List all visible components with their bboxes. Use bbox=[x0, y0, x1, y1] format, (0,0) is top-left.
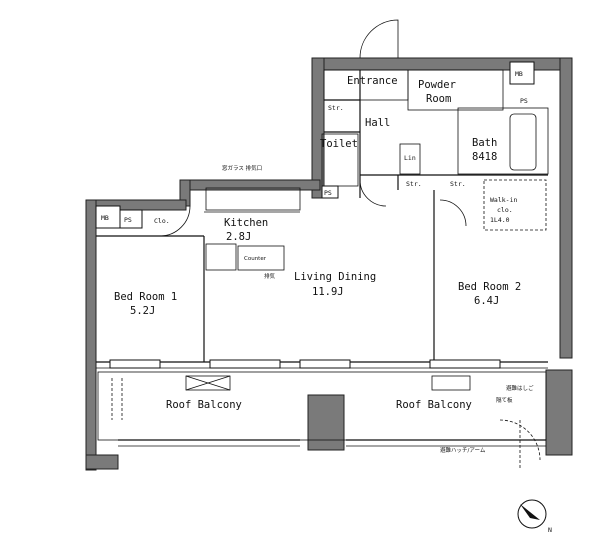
interior-walls bbox=[96, 69, 549, 470]
balcony-rail-label: 避難ハッチ/アーム bbox=[440, 446, 486, 454]
balcony-left-label: Roof Balcony bbox=[166, 399, 242, 411]
compass-icon: N bbox=[517, 499, 552, 534]
kitchen-label-1: Kitchen bbox=[224, 217, 268, 229]
lin-label: Lin bbox=[404, 154, 416, 162]
ps-toilet-label: PS bbox=[324, 189, 332, 197]
living-label-1: Living Dining bbox=[294, 271, 376, 283]
str-corridor-2-label: Str. bbox=[450, 180, 466, 188]
str-corridor-1-label: Str. bbox=[406, 180, 422, 188]
kitchen-label-2: 2.8J bbox=[226, 231, 251, 243]
powder-room-label-2: Room bbox=[426, 93, 451, 105]
bed2-label-2: 6.4J bbox=[474, 295, 499, 307]
bath-label-1: Bath bbox=[472, 137, 497, 149]
exterior-walls bbox=[85, 57, 573, 471]
balcony-right-label: Roof Balcony bbox=[396, 399, 472, 411]
counter-label: Counter bbox=[244, 256, 267, 262]
walkin-label-1: Walk-in bbox=[490, 196, 517, 204]
ps-left-label: PS bbox=[124, 216, 132, 224]
bedroom1-door bbox=[159, 205, 191, 237]
clo-label: Clo. bbox=[154, 217, 170, 225]
mb-left-label: MB bbox=[101, 214, 109, 222]
hall-label: Hall bbox=[365, 117, 390, 129]
bedroom2-door bbox=[439, 199, 467, 227]
cooking-note: 排気 bbox=[264, 272, 276, 280]
hall-door bbox=[359, 179, 387, 207]
evac-label-1: 避難はしご bbox=[506, 384, 534, 392]
bath-label-2: 8418 bbox=[472, 151, 497, 163]
compass-label: N bbox=[548, 526, 552, 534]
bed1-label-2: 5.2J bbox=[130, 305, 155, 317]
entrance-label: Entrance bbox=[347, 75, 398, 87]
powder-room-label-1: Powder bbox=[418, 79, 456, 91]
living-label-2: 11.9J bbox=[312, 286, 344, 298]
evac-label-2: 隔て板 bbox=[496, 396, 513, 404]
mb-right-label: MB bbox=[515, 70, 523, 78]
toilet-label: Toilet bbox=[320, 138, 358, 150]
bed1-label-1: Bed Room 1 bbox=[114, 291, 177, 303]
ps-top-right-label: PS bbox=[520, 97, 528, 105]
walkin-label-2: clo. bbox=[497, 206, 513, 214]
bed2-label-1: Bed Room 2 bbox=[458, 281, 521, 293]
str-hall-label: Str. bbox=[328, 104, 344, 112]
walkin-label-3: 1L4.0 bbox=[490, 216, 510, 224]
entrance-door bbox=[359, 19, 399, 59]
kitchen-top-note: 窓ガラス 排気口 bbox=[222, 164, 262, 172]
